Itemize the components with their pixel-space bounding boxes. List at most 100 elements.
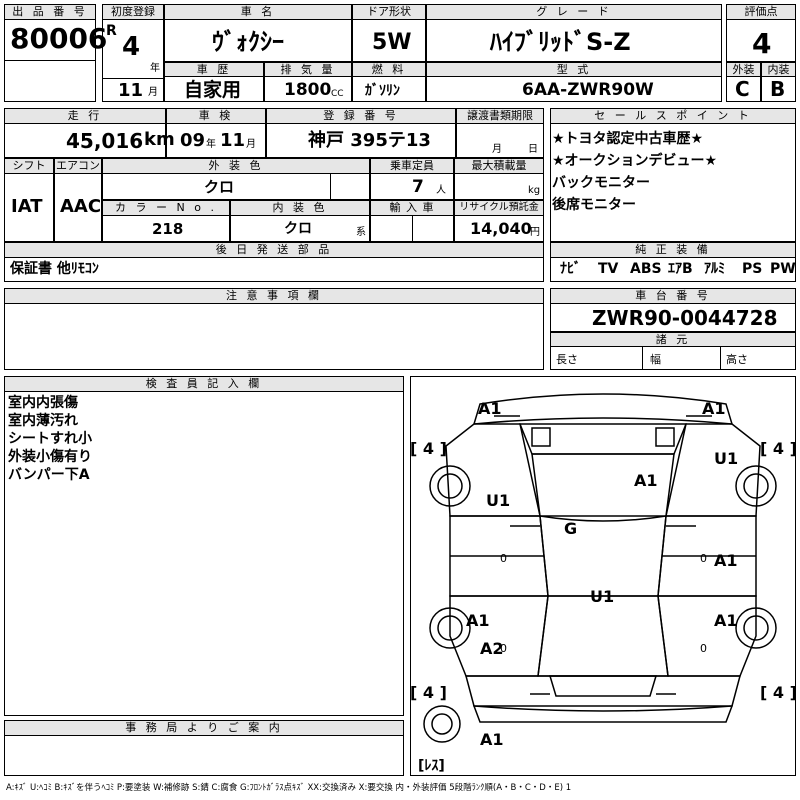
first-reg-header: 初度登録 [102, 4, 164, 20]
damage-hood: A1 [634, 471, 658, 490]
specs-header: 諸 元 [550, 332, 796, 347]
chassis-number: ZWR90-0044728 [592, 306, 778, 330]
displacement-value: 1800 [284, 80, 332, 100]
inspection-header: 車 検 [166, 108, 266, 124]
capacity-value: 7 [412, 177, 424, 197]
history-header: 車 歴 [164, 62, 264, 77]
displacement-unit: CC [331, 89, 344, 99]
genuine-item-tv: TV [598, 261, 619, 277]
damage-door-right-rear: A1 [714, 611, 738, 630]
ac-value: AAC [60, 196, 102, 217]
inspection-month: 11 [220, 130, 246, 151]
genuine-item-abs: ABS [630, 261, 662, 277]
ext-color-header: 外 装 色 [102, 158, 370, 174]
genuine-item-alloy: ｱﾙﾐ [704, 261, 725, 277]
ac-header: エアコン [54, 158, 102, 174]
damage-quarter-left: A1 [466, 611, 490, 630]
door-header: ドア形状 [352, 4, 426, 20]
chassis-header: 車 台 番 号 [550, 288, 796, 304]
model-value: 6AA-ZWR90W [522, 80, 654, 100]
spec-height-label: 高さ [726, 353, 748, 366]
genuine-item-airbag: ｴｱB [668, 261, 693, 277]
exterior-grade: C [735, 77, 750, 101]
spec-divider-2 [720, 347, 721, 370]
genuine-header: 純 正 装 備 [550, 242, 796, 258]
interior-grade: B [770, 77, 786, 101]
first-reg-month-unit: 月 [148, 87, 158, 98]
tread-mark-4: 0 [700, 642, 707, 655]
inspection-year: 09 [180, 130, 206, 151]
sales-point-2: ★オークションデビュー★ [552, 153, 718, 169]
later-parts-header: 後 日 発 送 部 品 [4, 242, 544, 258]
office-header: 事 務 局 よ り ご 案 内 [4, 720, 404, 736]
damage-bottom-a1: A1 [480, 730, 504, 749]
transfer-day-unit: 日 [528, 144, 538, 155]
first-reg-month: 11 [118, 80, 144, 101]
lot-header: 出 品 番 号 [4, 4, 96, 20]
reg-no-header: 登 録 番 号 [266, 108, 456, 124]
inspector-header: 検 査 員 記 入 欄 [4, 376, 404, 392]
score-header: 評価点 [726, 4, 796, 20]
recycle-unit: 円 [530, 227, 540, 238]
import-divider [412, 216, 413, 242]
int-color-unit: 系 [356, 227, 366, 238]
lot-number: 80006 [10, 22, 108, 55]
tire-tread-fl: [ 4 ] [410, 439, 447, 458]
sales-point-1: ★トヨタ認定中古車歴★ [552, 131, 704, 147]
sales-point-3: バックモニター [552, 175, 650, 191]
score-value: 4 [752, 27, 772, 60]
interior-header: 内装 [761, 62, 796, 77]
mileage-unit: km [144, 129, 175, 150]
transfer-header: 譲渡書類期限 [456, 108, 544, 124]
car-diagram: [ 4 ] [ 4 ] [ 4 ] [ 4 ] [ﾚｽ] A1 A1 U1 U1… [410, 393, 796, 774]
capacity-header: 乗車定員 [370, 158, 454, 174]
damage-front-bumper-right: A1 [702, 399, 726, 418]
first-reg-year: 4 [122, 32, 141, 62]
notes-header: 注 意 事 項 欄 [4, 288, 544, 304]
later-parts-value: 保証書 他ﾘﾓｺﾝ [10, 261, 99, 277]
door-type: 5W [372, 30, 412, 55]
genuine-item-ps: PS [742, 261, 763, 277]
damage-windshield: G [564, 519, 577, 538]
car-name-header: 車 名 [164, 4, 352, 20]
model-header: 型 式 [426, 62, 722, 77]
inspection-year-unit: 年 [206, 139, 216, 150]
reg-no-value: 神戸 395テ13 [308, 130, 431, 151]
spec-divider-1 [642, 347, 643, 370]
inspector-note-2: 室内薄汚れ [8, 413, 78, 429]
shift-value: IAT [11, 196, 43, 217]
fuel-value: ｶﾞｿﾘﾝ [365, 83, 400, 99]
mileage-value: 45,016 [66, 129, 144, 153]
sales-point-header: セ ー ル ス ポ イ ン ト [550, 108, 796, 124]
damage-front-fender-right: U1 [714, 449, 738, 468]
first-reg-era: R [106, 23, 117, 39]
spare-tire-label: [ﾚｽ] [418, 758, 445, 774]
max-load-header: 最大積載量 [454, 158, 544, 174]
int-color-value: クロ [284, 221, 312, 237]
fuel-header: 燃 料 [352, 62, 426, 77]
genuine-item-navi: ﾅﾋﾞ [560, 261, 581, 277]
car-name: ｳﾞｫｸｼｰ [212, 28, 284, 56]
damage-roof: U1 [590, 587, 614, 606]
exterior-header: 外装 [726, 62, 761, 77]
inspector-note-3: シートすれ小 [8, 431, 92, 447]
recycle-header: リサイクル預託金 [454, 200, 544, 216]
ext-color-value: クロ [204, 178, 235, 196]
inspection-month-unit: 月 [246, 139, 256, 150]
lot-divider [4, 60, 96, 102]
first-reg-month-box [102, 78, 164, 102]
genuine-item-pw: PW [770, 261, 796, 277]
ext-color-divider [330, 174, 331, 200]
capacity-unit: 人 [436, 185, 446, 196]
damage-quarter-left-lower: A2 [480, 639, 504, 658]
inspector-note-4: 外装小傷有り [8, 449, 92, 465]
damage-diagram-box [410, 376, 796, 776]
color-no-header: カ ラ ー N o . [102, 200, 230, 216]
spec-width-label: 幅 [650, 353, 661, 366]
tire-tread-fr: [ 4 ] [760, 439, 796, 458]
damage-door-right: A1 [714, 551, 738, 570]
tire-tread-rl: [ 4 ] [410, 683, 447, 702]
inspector-note-5: バンパー下A [8, 467, 90, 483]
shift-header: シフト [4, 158, 54, 174]
first-reg-year-unit: 年 [150, 63, 160, 74]
